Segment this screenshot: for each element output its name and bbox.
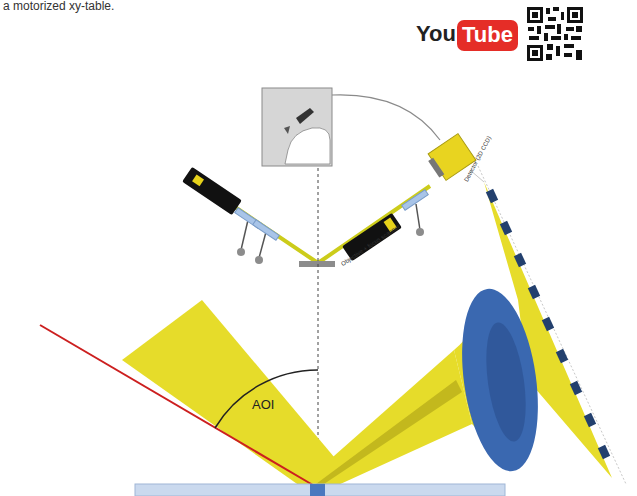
logo-text: Tube — [462, 23, 513, 47]
camera-image — [262, 88, 440, 166]
surface-normal — [318, 168, 319, 484]
detector-array — [486, 189, 610, 459]
sample-mirror — [299, 261, 335, 267]
measurement-spot — [310, 484, 325, 496]
logo-text: You — [416, 22, 456, 46]
light-beam — [232, 186, 430, 263]
polarizer — [402, 190, 429, 236]
logo-box: Tube — [457, 20, 518, 51]
angle-arc — [215, 370, 318, 428]
angle-label: AOI — [252, 398, 274, 412]
large-beam — [122, 166, 626, 486]
lens — [452, 284, 549, 476]
polarizer — [235, 208, 280, 264]
substrate — [135, 484, 505, 496]
light-source — [182, 167, 242, 215]
incidence-line — [40, 325, 318, 488]
qr-code — [526, 6, 584, 62]
caption-fragment: a motorized xy-table. — [3, 0, 114, 13]
